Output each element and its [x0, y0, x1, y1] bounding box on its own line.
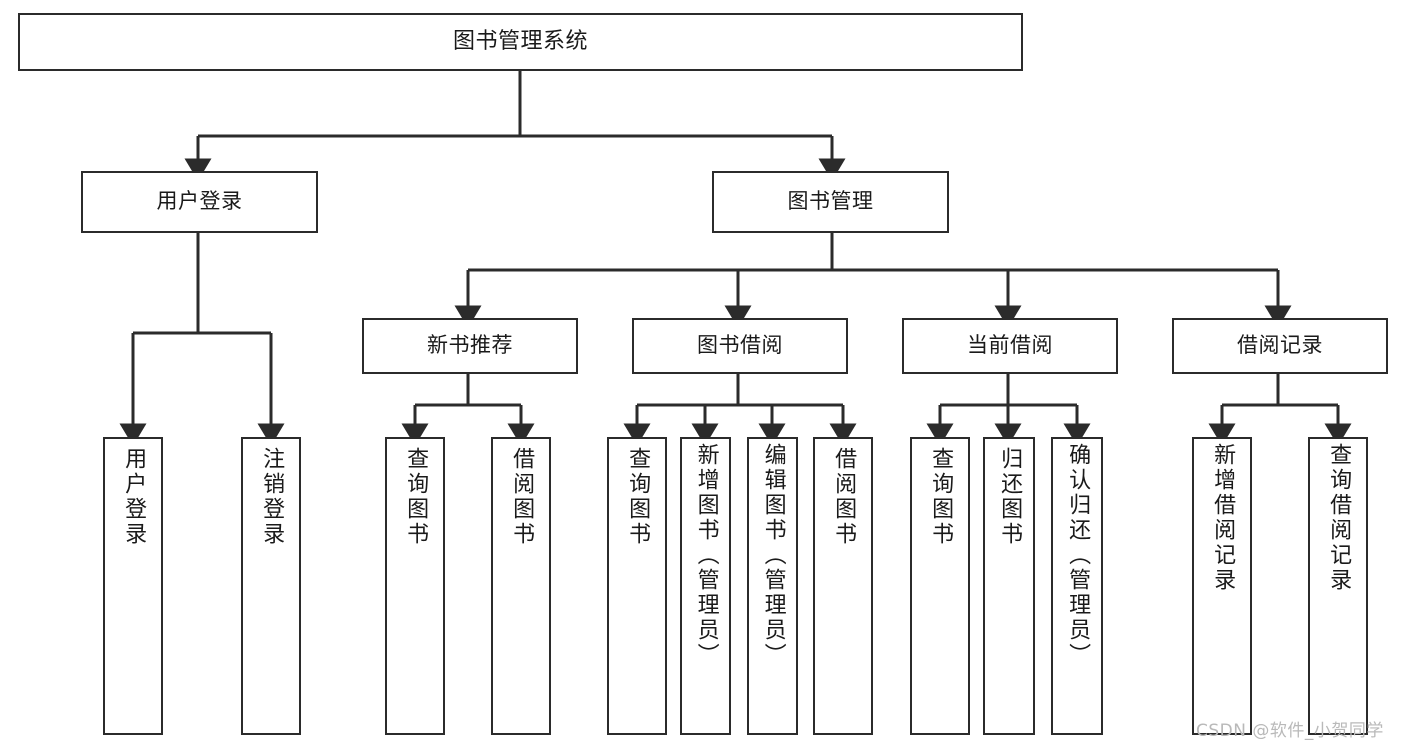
node-label: 查询图书: [403, 447, 429, 547]
node-label: 图书管理: [787, 189, 874, 214]
node-label: 图书借阅: [697, 333, 783, 358]
csdn-watermark: CSDN @软件_小贺同学: [1196, 721, 1384, 741]
node-new-book-recommend[interactable]: 新书推荐: [362, 318, 578, 374]
node-book-borrow[interactable]: 图书借阅: [632, 318, 848, 374]
node-label: 归还图书: [997, 447, 1023, 547]
node-leaf-confirm-return-admin[interactable]: 确认归还（管理员）: [1051, 437, 1103, 735]
node-label: 借阅图书: [831, 447, 857, 547]
node-label: 新增借阅记录: [1210, 443, 1236, 593]
node-leaf-query-book-borrow[interactable]: 查询图书: [607, 437, 667, 735]
node-label: 确认归还（管理员）: [1065, 443, 1091, 668]
node-leaf-add-borrow-record[interactable]: 新增借阅记录: [1192, 437, 1252, 735]
node-leaf-add-book-admin[interactable]: 新增图书（管理员）: [680, 437, 731, 735]
node-leaf-edit-book-admin[interactable]: 编辑图书（管理员）: [747, 437, 798, 735]
node-label: 注销登录: [259, 447, 285, 547]
node-label: 当前借阅: [967, 333, 1053, 358]
node-leaf-user-login[interactable]: 用户登录: [103, 437, 163, 735]
node-root-book-management-system[interactable]: 图书管理系统: [18, 13, 1023, 71]
node-label: 新书推荐: [427, 333, 513, 358]
node-leaf-query-book-current[interactable]: 查询图书: [910, 437, 970, 735]
node-current-borrow[interactable]: 当前借阅: [902, 318, 1118, 374]
node-label: 图书管理系统: [452, 28, 588, 54]
node-label: 编辑图书（管理员）: [760, 443, 786, 668]
node-label: 查询图书: [625, 447, 651, 547]
node-leaf-return-book[interactable]: 归还图书: [983, 437, 1035, 735]
node-leaf-borrow-book-recommend[interactable]: 借阅图书: [491, 437, 551, 735]
node-leaf-borrow-book[interactable]: 借阅图书: [813, 437, 873, 735]
node-user-login[interactable]: 用户登录: [81, 171, 318, 233]
node-label: 查询图书: [928, 447, 954, 547]
node-leaf-logout-login[interactable]: 注销登录: [241, 437, 301, 735]
node-label: 新增图书（管理员）: [693, 443, 719, 668]
node-label: 借阅图书: [509, 447, 535, 547]
node-label: 用户登录: [121, 447, 147, 547]
node-leaf-query-book-recommend[interactable]: 查询图书: [385, 437, 445, 735]
node-borrow-record[interactable]: 借阅记录: [1172, 318, 1388, 374]
node-leaf-query-borrow-record[interactable]: 查询借阅记录: [1308, 437, 1368, 735]
node-label: 用户登录: [156, 189, 243, 214]
node-label: 借阅记录: [1237, 333, 1323, 358]
node-book-management[interactable]: 图书管理: [712, 171, 949, 233]
node-label: 查询借阅记录: [1326, 443, 1352, 593]
